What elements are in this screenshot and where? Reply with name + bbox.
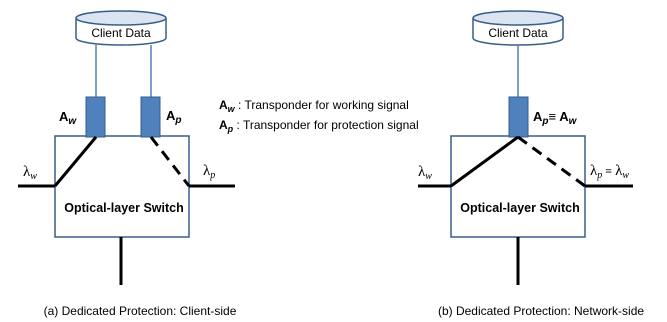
client-data-label: Client Data: [488, 26, 548, 40]
transponder-shared: [508, 96, 529, 138]
transponder-working: [85, 96, 106, 138]
legend: Aw : Transponder for working signal Ap :…: [219, 98, 419, 134]
legend-working: Aw : Transponder for working signal: [219, 98, 409, 114]
transponder-protection-label: Ap: [166, 108, 182, 126]
lambda-working-label: λw: [418, 164, 432, 182]
client-data-cylinder: Client Data: [472, 10, 564, 46]
diagram-network-side: Client Data Ap≡ Aw λw λp ≡ λw Optical-la…: [418, 10, 644, 318]
lambda-protection-label: λp: [203, 163, 215, 181]
lambda-equiv-label: λp ≡ λw: [590, 163, 629, 181]
diagram-client-side: Client Data Aw Ap λw λp Optical-layer Sw…: [18, 10, 237, 318]
transponder-equiv-label: Ap≡ Aw: [533, 109, 578, 127]
transponder-working-label: Aw: [59, 109, 77, 127]
switch-label: Optical-layer Switch: [64, 201, 183, 215]
working-path: [450, 135, 519, 188]
client-data-cylinder: Client Data: [75, 10, 167, 46]
switch-label: Optical-layer Switch: [460, 201, 579, 215]
optical-switch-box: [54, 135, 190, 238]
caption-b: (b) Dedicated Protection: Network-side: [438, 304, 644, 318]
protection-path: [517, 135, 586, 188]
client-data-label: Client Data: [91, 26, 151, 40]
transponder-protection: [140, 96, 161, 138]
protection-path: [149, 136, 191, 187]
legend-protection: Ap : Transponder for protection signal: [219, 118, 419, 134]
lambda-working-label: λw: [23, 164, 37, 182]
caption-a: (a) Dedicated Protection: Client-side: [44, 304, 237, 318]
working-path: [53, 136, 98, 187]
optical-switch-box: [450, 135, 586, 238]
